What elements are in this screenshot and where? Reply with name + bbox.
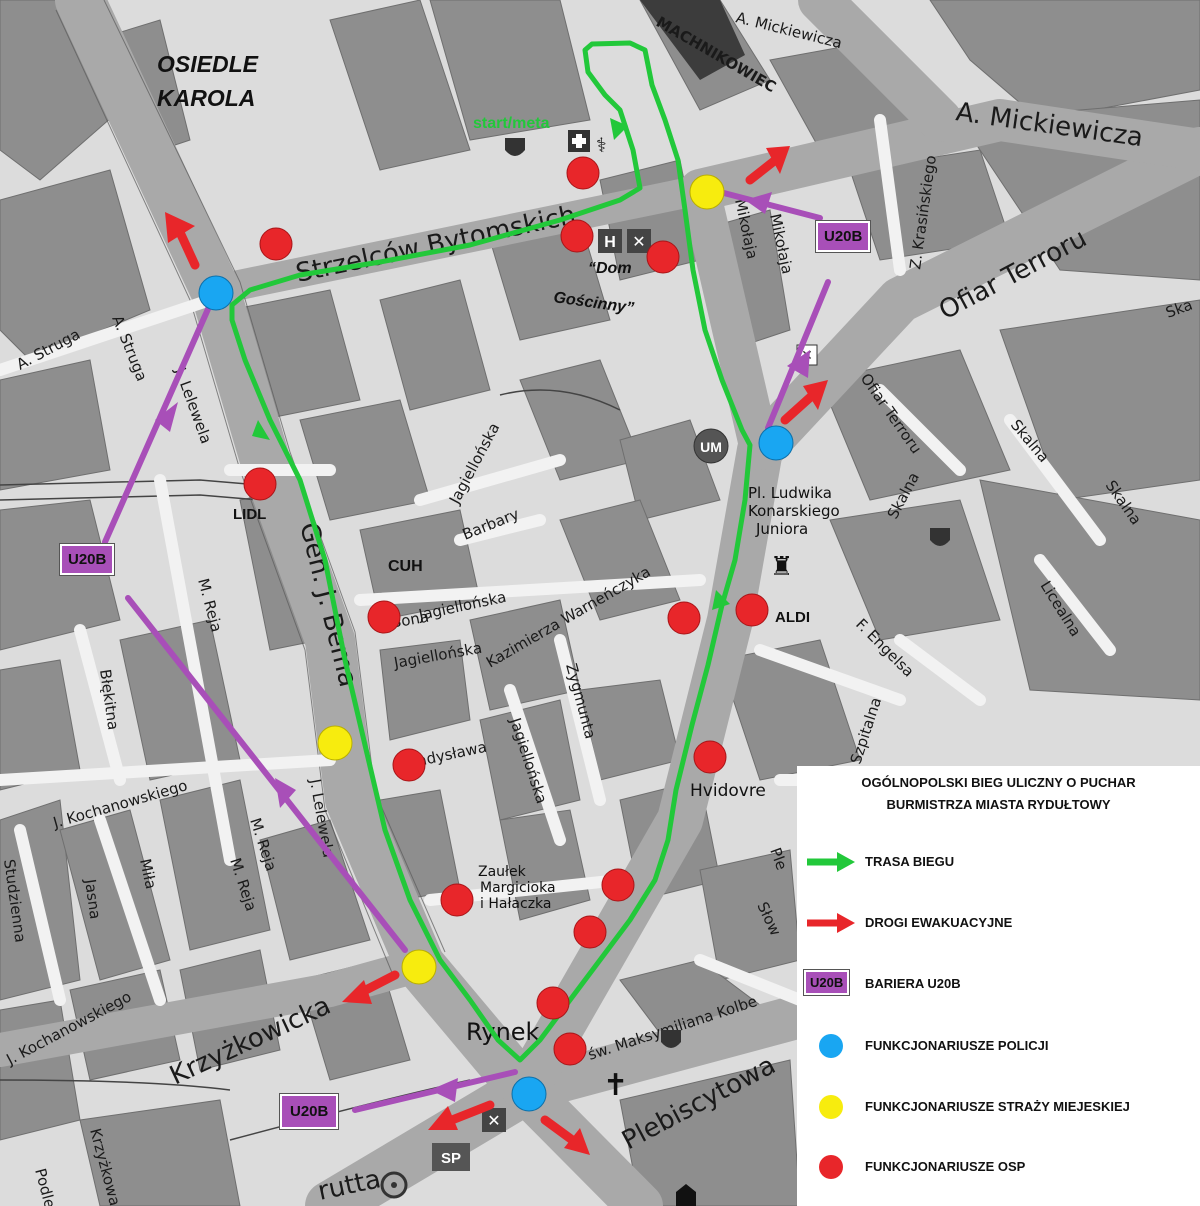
legend-title: OGÓLNOPOLSKI BIEG ULICZNY O PUCHAR BURMI… [797,772,1200,816]
running-route [229,40,753,1063]
osp-point [243,467,277,501]
district-label: KAROLA [157,85,255,111]
barrier-arrowheads [155,192,810,1102]
legend-label: FUNKCJONARIUSZE POLICJI [865,1038,1049,1053]
hvidovre-label: Hvidovre [690,781,766,801]
cuh-label: CUH [388,558,423,575]
legend-label: DROGI EWAKUACYJNE [865,915,1013,930]
barrier-tag: U20B [814,220,872,253]
osp-point [693,740,727,774]
city-guard-points [317,174,725,985]
svg-text:✝: ✝ [603,1068,628,1103]
legend-label: BARIERA U20B [865,976,961,991]
pond [640,0,745,80]
district-label: OSIEDLE [157,51,259,77]
steering-wheel-icon [380,1171,408,1199]
plac-label: Juniora [755,520,808,538]
osp-point [367,600,401,634]
svg-text:H: H [604,234,616,251]
zaulek-label: Zaułek [478,864,527,880]
osp-points [243,156,769,1066]
legend-title-line: BURMISTRZA MIASTA RYDUŁTOWY [886,797,1111,812]
barrier-tag: U20B [278,1093,340,1130]
home-icon [676,1184,696,1206]
street-label: Jasna [81,877,105,920]
start-label: start/meta [473,115,550,132]
legend-item-evacuation: DROGI EWAKUACYJNE [797,903,1200,943]
legend-label: TRASA BIEGU [865,854,955,869]
u20b-tag: U20B [58,543,116,576]
green-arrow-icon [807,852,855,872]
osp-point [566,156,600,190]
police-point [758,425,794,461]
sp-label: SP [441,1150,461,1167]
police-point [511,1076,547,1112]
police-points [198,275,794,1112]
aldi-label: ALDI [775,609,810,626]
legend-item-barrier: U20B BARIERA U20B [797,964,1200,1004]
yellow-dot-icon [819,1095,843,1119]
osp-point [667,601,701,635]
legend-item-osp: FUNKCJONARIUSZE OSP [797,1147,1200,1187]
osp-point [536,986,570,1020]
osp-point [646,240,680,274]
barrier-tag: U20B [58,543,116,576]
zaulek-label: i Hałaczka [480,896,552,912]
legend-label: FUNKCJONARIUSZE STRAŻY MIEJESKIEJ [865,1099,1130,1114]
osp-point [735,593,769,627]
red-arrow-icon [807,913,855,933]
osp-point [259,227,293,261]
church-cross-icon: ✝ ♜ [603,552,793,1103]
sp-icon: SP [432,1143,470,1171]
lidl-label: LIDL [233,506,266,523]
city-guard-point [689,174,725,210]
hospital-icon [568,130,590,152]
street-label: Miła [136,857,160,891]
u20b-legend-tag-wrap: U20B [802,969,851,996]
blue-dot-icon [819,1034,843,1058]
evacuation-arrowheads [165,146,828,1155]
legend: OGÓLNOPOLSKI BIEG ULICZNY O PUCHAR BURMI… [797,766,1200,1206]
u20b-tag: U20B [814,220,872,253]
red-dot-icon [819,1155,843,1179]
um-icon: UM [693,428,729,464]
osp-point [573,915,607,949]
legend-item-route: TRASA BIEGU [797,842,1200,882]
restaurant-icon-rynek: ✕ [482,1108,506,1132]
u20b-tag: U20B [278,1093,340,1130]
svg-text:♜: ♜ [770,552,793,582]
restaurant-icon: ✕ [627,229,651,253]
osp-point [440,883,474,917]
osp-point [560,219,594,253]
evacuation-arrows [173,153,820,1147]
hotel-icon: H [598,229,622,253]
road-edges [55,0,446,981]
city-guard-point [401,949,437,985]
police-point [198,275,234,311]
legend-item-police: FUNKCJONARIUSZE POLICJI [797,1026,1200,1066]
dom-goscinny-label: “Dom [588,260,632,277]
zaulek-label: Margicioka [480,880,556,896]
legend-title-line: OGÓLNOPOLSKI BIEG ULICZNY O PUCHAR [861,775,1136,790]
svg-text:✕: ✕ [632,232,645,251]
osp-point [553,1032,587,1066]
osp-point [601,868,635,902]
route-direction-arrows [252,118,730,610]
u20b-tag: U20B [802,969,851,996]
plac-label: Konarskiego [748,502,840,520]
legend-label: FUNKCJONARIUSZE OSP [865,1159,1026,1174]
minor-streets [0,114,1116,1006]
osp-point [392,748,426,782]
city-guard-point [317,725,353,761]
svg-text:⚕: ⚕ [596,133,607,157]
um-label: UM [700,439,722,455]
svg-text:✕: ✕ [487,1111,500,1130]
place-labels: OSIEDLE KAROLA start/meta LIDL ALDI “Dom… [157,51,840,1046]
plac-label: Pl. Ludwika [748,484,832,502]
pharmacy-icon: ⚕ [596,133,607,157]
shield-icon [505,138,950,1048]
legend-item-city-guard: FUNKCJONARIUSZE STRAŻY MIEJESKIEJ [797,1087,1200,1127]
